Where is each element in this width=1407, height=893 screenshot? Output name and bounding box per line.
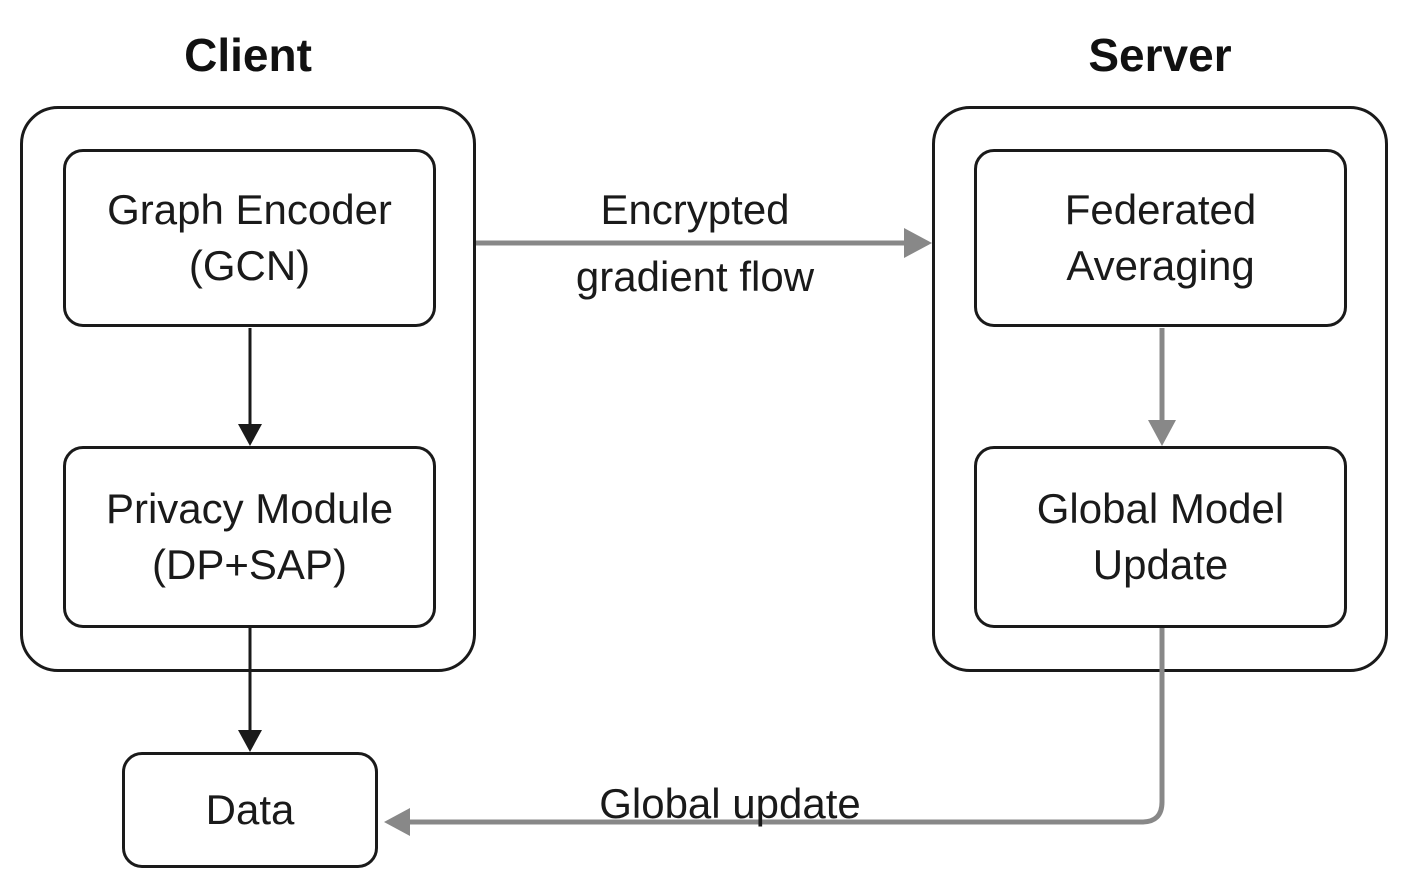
arrowhead-left-icon xyxy=(384,808,410,836)
privacy-module-subtitle: (DP+SAP) xyxy=(152,541,347,588)
data-title: Data xyxy=(205,786,295,834)
graph-encoder-title: Graph Encoder xyxy=(107,186,392,234)
global-model-update-line2: Update xyxy=(1092,541,1229,588)
client-heading: Client xyxy=(184,29,312,81)
arrowhead-down-icon xyxy=(238,424,262,446)
privacy-module-title: Privacy Module xyxy=(105,485,394,533)
edge-averaging-to-update xyxy=(1148,328,1176,446)
federated-averaging-line2: Averaging xyxy=(1066,242,1255,289)
arrowhead-right-icon xyxy=(904,228,932,258)
federated-averaging-line1: Federated xyxy=(1064,186,1257,234)
edge-global-update xyxy=(384,628,1165,836)
encrypted-gradient-flow-label-line2: gradient flow xyxy=(575,253,815,301)
encrypted-gradient-flow-label: Encrypted gradient flow xyxy=(560,176,830,310)
graph-encoder-node: Graph Encoder (GCN) xyxy=(63,149,436,327)
global-model-update-line1: Global Model xyxy=(1036,485,1285,533)
global-update-label: Global update xyxy=(599,780,861,827)
global-model-update-node: Global Model Update xyxy=(974,446,1347,628)
edge-encoder-to-privacy xyxy=(238,328,262,446)
edge-encrypted-gradient-flow xyxy=(476,228,932,258)
arrowhead-down-icon xyxy=(238,730,262,752)
data-node: Data xyxy=(122,752,378,868)
graph-encoder-subtitle: (GCN) xyxy=(188,242,311,289)
edge-privacy-to-data xyxy=(238,628,262,752)
federated-averaging-node: Federated Averaging xyxy=(974,149,1347,327)
server-heading: Server xyxy=(1088,29,1232,81)
arrowhead-down-icon xyxy=(1148,420,1176,446)
privacy-module-node: Privacy Module (DP+SAP) xyxy=(63,446,436,628)
encrypted-gradient-flow-label-line1: Encrypted xyxy=(600,186,790,233)
client-group-frame xyxy=(20,106,476,672)
